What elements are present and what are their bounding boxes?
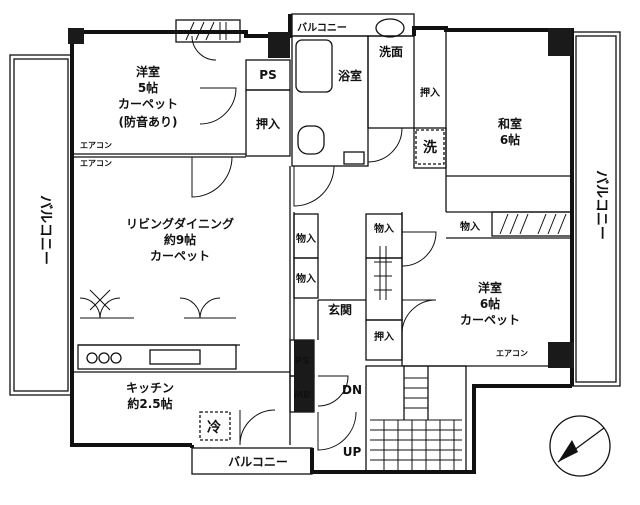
room-japanese-size: 6帖 (500, 132, 520, 147)
room-washroom-name: 洗面 (379, 44, 403, 59)
closet-label-western-2: 押入 (374, 330, 394, 343)
room-western-1-name: 洋室 (136, 64, 160, 79)
room-western-1-note: (防音あり) (119, 114, 178, 129)
ps-label-bottom: PS (295, 356, 310, 367)
storage-label-japanese: 物入 (460, 220, 480, 233)
room-western-2: 洋室 6帖 カーペット (460, 280, 520, 327)
aircon-label-2: エアコン (80, 159, 112, 168)
balcony-left-label: バルコニー (37, 195, 53, 265)
aircon-label-3: エアコン (496, 349, 528, 358)
ps-label-top: PS (259, 68, 276, 82)
windows (175, 19, 573, 300)
room-western-2-name: 洋室 (478, 280, 502, 295)
room-western-2-size: 6帖 (480, 296, 500, 311)
balcony-bottom-label: バルコニー (228, 455, 288, 469)
closet-label-western-1: 押入 (256, 116, 280, 131)
room-living-dining-floor: カーペット (150, 249, 210, 263)
stair-treads (370, 377, 462, 470)
balcony-top-label: バルコニー (297, 22, 347, 34)
fridge-label: 冷 (207, 419, 221, 436)
room-living-dining-name: リビングダイニング (126, 216, 234, 231)
aircon-label-1: エアコン (80, 141, 112, 150)
exterior-walls (70, 14, 574, 474)
stairs-up-label: UP (343, 445, 362, 459)
room-entrance-name: 玄関 (328, 302, 352, 317)
room-living-dining-size: 約9帖 (164, 232, 196, 247)
closet-label-japanese: 押入 (420, 86, 440, 99)
room-kitchen-name: キッチン (126, 381, 174, 395)
storage-label-corridor-3: 物入 (374, 222, 394, 235)
room-western-2-floor: カーペット (460, 313, 520, 327)
room-japanese: 和室 6帖 (497, 116, 522, 147)
balcony-right-label: バルコニー (593, 170, 609, 240)
north-arrow-icon (549, 415, 611, 477)
room-kitchen: キッチン 約2.5帖 冷 (126, 381, 221, 436)
door-swings (79, 35, 437, 451)
structural-columns (68, 28, 574, 412)
stairs-down-label: DN (342, 383, 362, 397)
fixtures (86, 18, 445, 441)
room-western-1-size: 5帖 (138, 80, 158, 95)
room-bath-name: 浴室 (338, 68, 362, 83)
washer-label: 洗 (423, 139, 437, 156)
room-western-1-floor: カーペット (118, 97, 178, 111)
room-living-dining: リビングダイニング 約9帖 カーペット (126, 216, 234, 263)
room-kitchen-size: 約2.5帖 (127, 396, 172, 411)
room-japanese-name: 和室 (497, 116, 522, 131)
storage-label-corridor-1: 物入 (296, 232, 316, 245)
storage-label-corridor-2: 物入 (296, 272, 316, 285)
mb-label: MB (293, 390, 311, 401)
room-western-1: 洋室 5帖 カーペット (防音あり) (118, 64, 178, 129)
